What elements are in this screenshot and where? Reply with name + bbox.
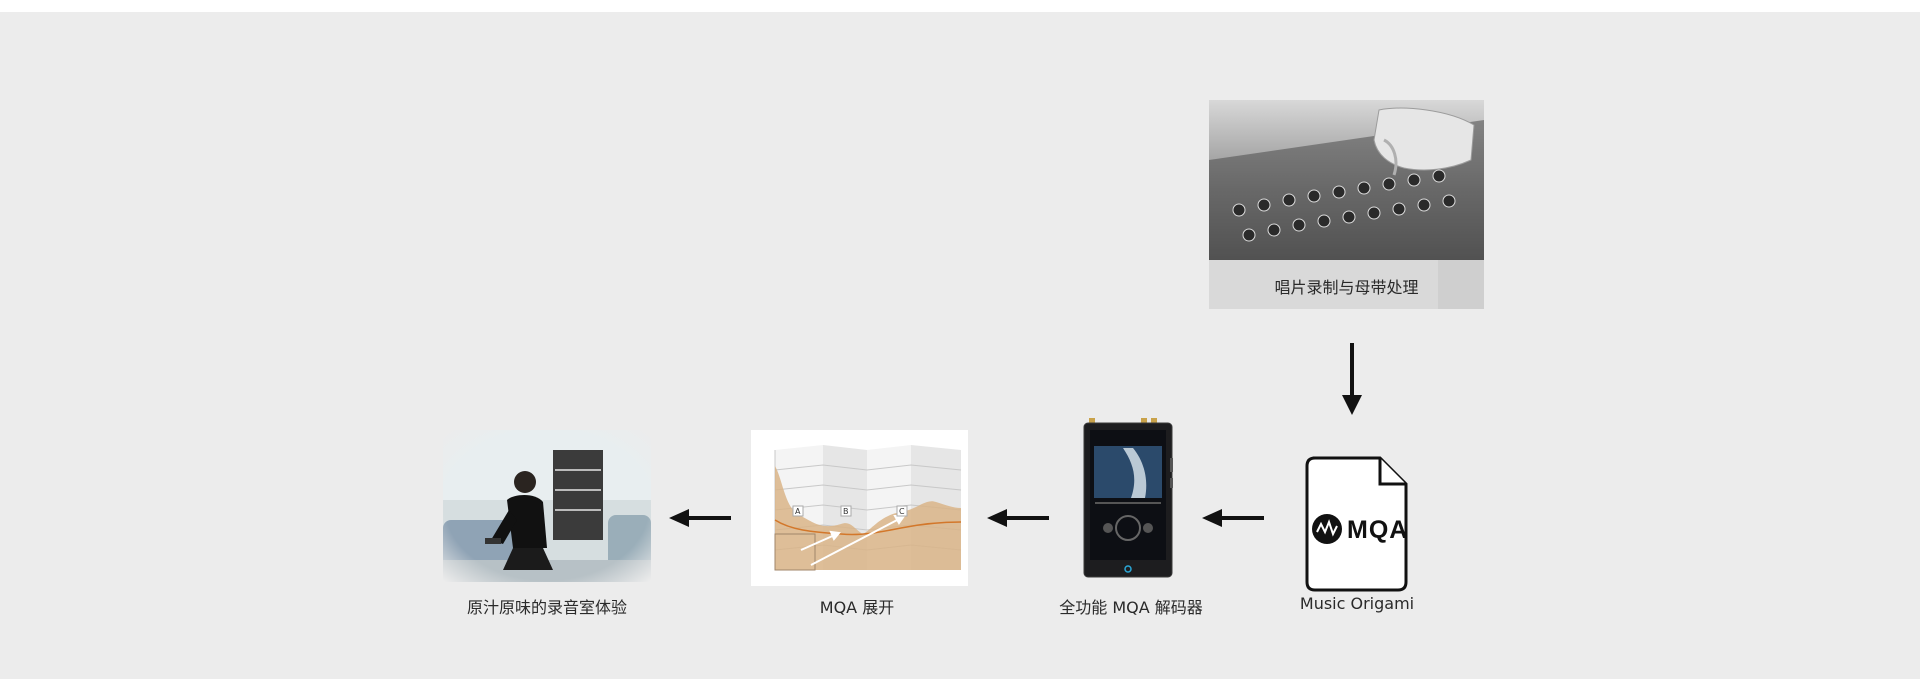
studio-recording-card: 唱片录制与母带处理 (1209, 100, 1484, 309)
unfold-caption: MQA 展开 (819, 598, 895, 617)
chart-annotation-b: B (843, 507, 849, 516)
chart-annotation-c: C (899, 507, 905, 516)
decoder-caption: 全功能 MQA 解码器 (1059, 598, 1203, 617)
arrow-down-icon (1340, 343, 1364, 417)
arrow-left-icon (987, 508, 1049, 528)
listening-experience-photo (443, 430, 651, 582)
arrow-left-icon (1202, 508, 1264, 528)
arrow-left-icon (669, 508, 731, 528)
mqa-file-caption: Music Origami (1299, 594, 1415, 613)
studio-recording-label: 唱片录制与母带处理 (1274, 278, 1419, 297)
experience-caption: 原汁原味的录音室体验 (466, 598, 628, 617)
mixing-console-photo (1209, 100, 1484, 260)
spectrum-area (775, 466, 961, 570)
mqa-unfold-chart: A B C (751, 430, 968, 586)
mqa-file-icon: MQA (1305, 456, 1408, 597)
mqa-logo-text: MQA (1347, 516, 1409, 544)
chart-annotation-a: A (795, 507, 801, 516)
mqa-decoder-device (1083, 418, 1173, 583)
